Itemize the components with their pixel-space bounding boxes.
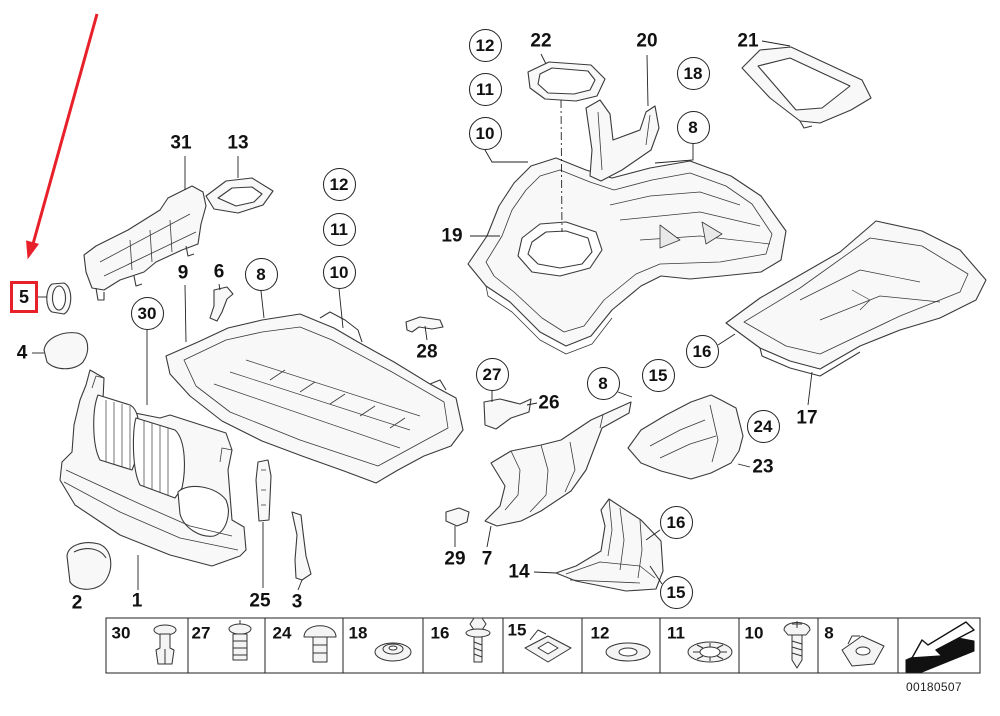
part-9-shape xyxy=(165,311,464,484)
circled-callout-8-a: 8 xyxy=(244,257,278,291)
callout-19: 19 xyxy=(441,225,463,247)
part-17-shape xyxy=(725,220,987,377)
part-5-shape xyxy=(46,282,72,315)
circled-callout-11-b: 11 xyxy=(468,72,502,106)
part-21-shape xyxy=(741,46,872,129)
part-23-shape xyxy=(627,394,744,480)
rivet-icon xyxy=(153,624,177,665)
callout-31: 31 xyxy=(170,132,192,154)
callout-6: 6 xyxy=(213,261,225,283)
screw-icon xyxy=(783,621,811,669)
part-22-shape xyxy=(527,61,606,102)
legend-label-16: 16 xyxy=(430,623,450,643)
legend-label-24: 24 xyxy=(272,623,292,643)
spring-washer-icon xyxy=(687,641,733,663)
callout-29: 29 xyxy=(444,548,466,570)
callout-28: 28 xyxy=(416,341,438,363)
callout-3: 3 xyxy=(291,591,303,613)
part-29-shape xyxy=(445,507,470,527)
part-28-shape xyxy=(405,316,444,333)
circled-callout-10-a: 10 xyxy=(322,255,356,289)
callout-25: 25 xyxy=(249,590,271,612)
legend-label-15: 15 xyxy=(507,620,527,640)
callout-13: 13 xyxy=(227,132,249,154)
legend-label-27: 27 xyxy=(191,623,211,643)
circled-callout-8-c: 8 xyxy=(586,366,620,400)
circled-callout-8-b: 8 xyxy=(676,110,710,144)
part-2-shape xyxy=(66,542,112,590)
hex-screw-icon xyxy=(465,617,491,663)
callout-23: 23 xyxy=(752,456,774,478)
callout-14: 14 xyxy=(508,561,530,583)
circled-callout-12-a: 12 xyxy=(322,167,356,201)
callout-9: 9 xyxy=(177,262,189,284)
washer-nut-icon xyxy=(374,642,412,662)
part-20-shape xyxy=(585,99,660,182)
legend-label-8: 8 xyxy=(824,623,834,643)
legend-label-11: 11 xyxy=(667,623,685,643)
callout-1: 1 xyxy=(131,590,143,612)
part-25-shape xyxy=(255,459,272,522)
circled-callout-24: 24 xyxy=(746,409,780,443)
callout-17: 17 xyxy=(796,407,818,429)
circled-callout-11-a: 11 xyxy=(322,212,356,246)
callout-22: 22 xyxy=(530,30,552,52)
part-6-shape xyxy=(209,286,234,322)
circled-callout-15-b: 15 xyxy=(659,575,693,609)
circled-callout-15-a: 15 xyxy=(641,358,675,392)
callout-20: 20 xyxy=(636,30,658,52)
part-7-shape xyxy=(484,401,632,527)
drawing-number: 00180507 xyxy=(906,680,962,694)
callout-4: 4 xyxy=(16,342,28,364)
parts-layer xyxy=(43,46,987,592)
part-4-shape xyxy=(43,332,89,370)
legend-label-18: 18 xyxy=(348,623,368,643)
flat-washer-icon xyxy=(605,642,651,662)
part-19-shape xyxy=(467,157,787,355)
legend-icons xyxy=(153,617,975,673)
circled-callout-16-a: 16 xyxy=(685,334,719,368)
plastic-rivet-icon xyxy=(303,625,337,663)
red-arrow-icon xyxy=(26,13,99,260)
legend-label-12: 12 xyxy=(590,623,610,643)
part-31-shape xyxy=(83,185,207,301)
circled-callout-12-b: 12 xyxy=(468,28,502,62)
circled-callout-10-b: 10 xyxy=(468,116,502,150)
square-clip-nut-icon xyxy=(524,629,572,663)
callout-21: 21 xyxy=(737,30,759,52)
circled-callout-30: 30 xyxy=(130,296,164,330)
callout-7: 7 xyxy=(481,548,493,570)
callout-5-highlighted: 5 xyxy=(10,281,38,313)
direction-arrow-icon xyxy=(905,621,975,673)
expanding-rivet-icon xyxy=(228,620,252,661)
legend-strip xyxy=(105,617,981,674)
circled-callout-27: 27 xyxy=(475,357,509,391)
part-13-shape xyxy=(205,177,274,214)
circled-callout-18: 18 xyxy=(676,56,710,90)
legend-label-10: 10 xyxy=(744,623,764,643)
part-14-shape xyxy=(555,498,664,592)
circled-callout-16-b: 16 xyxy=(659,505,693,539)
part-3-shape xyxy=(291,511,312,581)
leader-lines xyxy=(32,40,813,591)
callout-2: 2 xyxy=(71,592,83,614)
callout-26: 26 xyxy=(538,392,560,414)
part-1-shape xyxy=(59,369,247,567)
clip-nut-icon xyxy=(841,635,885,667)
part-26-shape xyxy=(483,398,532,430)
legend-label-30: 30 xyxy=(111,623,131,643)
